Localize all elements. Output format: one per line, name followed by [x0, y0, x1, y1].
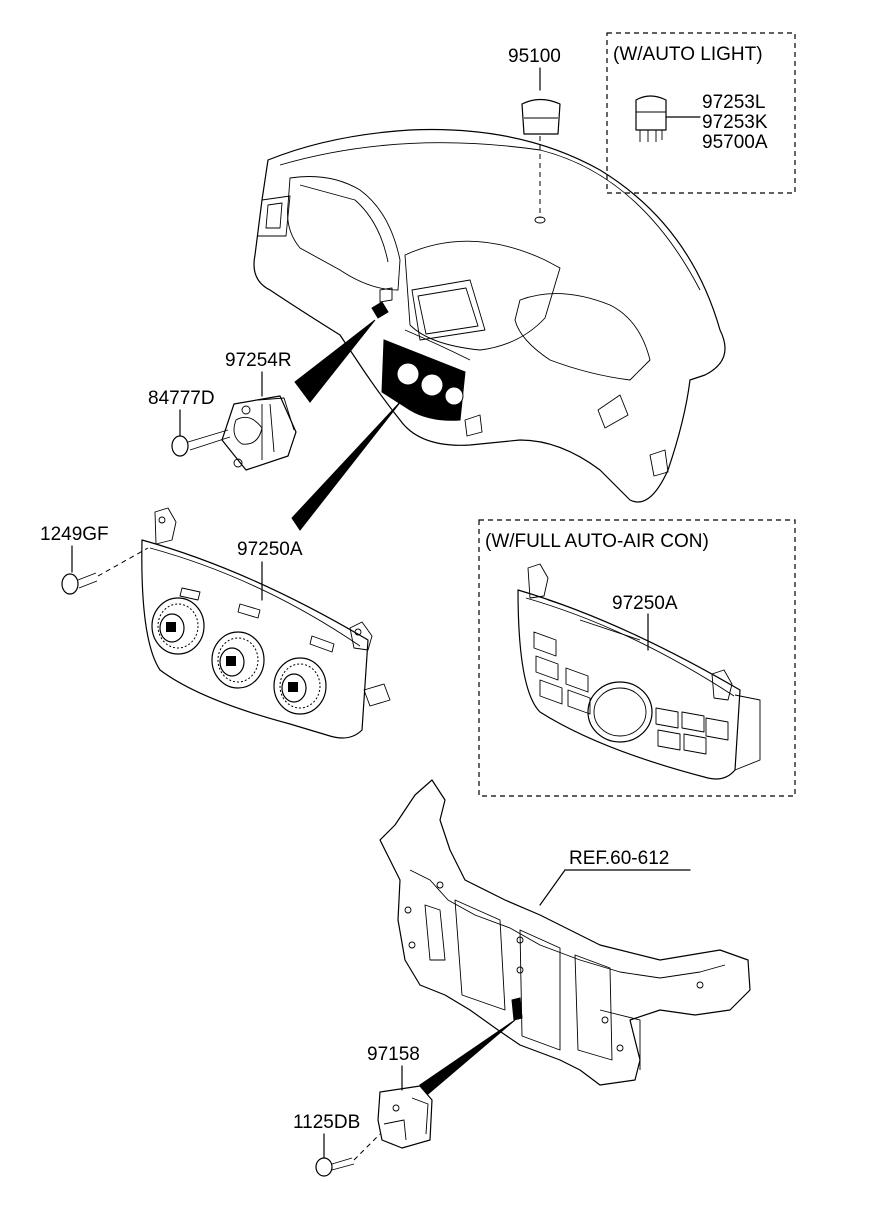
pointer-arrow-switch — [294, 319, 376, 403]
knob-center — [211, 631, 265, 689]
part-84777D-label: 84777D — [148, 388, 215, 409]
part-97253L-label: 97253L — [702, 92, 765, 113]
auto-light-option-box: (W/AUTO LIGHT) 97253L 97253K 95700A — [606, 32, 796, 194]
photo-sensor-95100: 95100 — [508, 46, 561, 224]
center-crossmember-ref-60-612: REF.60-612 — [379, 779, 751, 1086]
part-1125DB-label: 1125DB — [293, 1112, 360, 1133]
dashboard-crash-pad — [253, 128, 726, 503]
screw-84777D: 84777D — [148, 388, 231, 457]
ref-60-612-label: REF.60-612 — [569, 848, 669, 869]
auto-light-sensor-icon — [635, 95, 667, 142]
knob-left — [151, 597, 205, 655]
part-97253K-label: 97253K — [702, 112, 768, 133]
knob-right — [273, 657, 327, 715]
part-95700A-label: 95700A — [702, 132, 768, 153]
part-97250A-auto-label: 97250A — [612, 593, 678, 614]
bracket-97158: 97158 — [367, 1044, 433, 1149]
full-auto-air-con-option-box: (W/FULL AUTO-AIR CON) 97250A — [478, 519, 796, 797]
screw-1249GF: 1249GF — [40, 524, 149, 595]
part-97158-label: 97158 — [367, 1044, 420, 1065]
part-1249GF-label: 1249GF — [40, 524, 109, 545]
auto-air-con-control-panel — [517, 563, 761, 780]
part-97254R-label: 97254R — [225, 350, 292, 371]
part-97250A-label: 97250A — [237, 539, 303, 560]
auto-light-title: (W/AUTO LIGHT) — [613, 44, 763, 65]
heater-control-97250A: 97250A — [141, 507, 391, 739]
full-auto-title: (W/FULL AUTO-AIR CON) — [485, 531, 709, 552]
screw-1125DB: 1125DB — [293, 1112, 381, 1177]
part-95100-label: 95100 — [508, 46, 561, 67]
pointer-arrow-bracket — [419, 1019, 516, 1095]
switch-97254R: 97254R — [221, 350, 297, 471]
pointer-arrow-heater-control — [291, 399, 403, 531]
